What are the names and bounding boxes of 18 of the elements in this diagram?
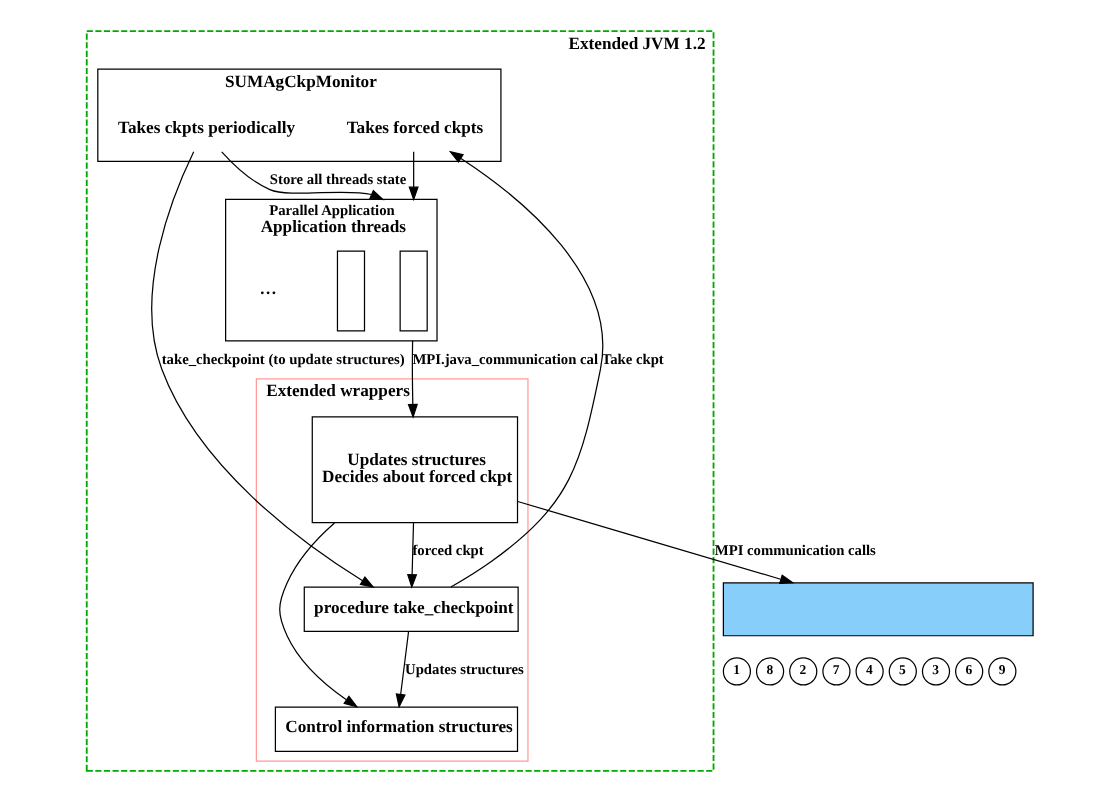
node-box: Updates structures Decides about forced ckpt (311, 416, 519, 524)
arrow (448, 150, 604, 588)
arrow (221, 151, 385, 201)
arrow (406, 522, 418, 589)
label: … (259, 278, 277, 299)
arrow (395, 630, 410, 709)
node-box: procedure take_checkpoint (303, 586, 519, 633)
arrow (407, 340, 418, 419)
node-text: Takes forced ckpts (346, 116, 484, 137)
node-box (336, 250, 366, 332)
node-box (399, 250, 428, 332)
arrow (279, 522, 359, 708)
arrow (517, 500, 795, 585)
arrow (151, 151, 375, 589)
node-box (722, 582, 1034, 637)
node-box: Control information structures (274, 706, 519, 752)
node-text: Takes ckpts periodically (118, 116, 296, 137)
arrow (408, 151, 419, 202)
